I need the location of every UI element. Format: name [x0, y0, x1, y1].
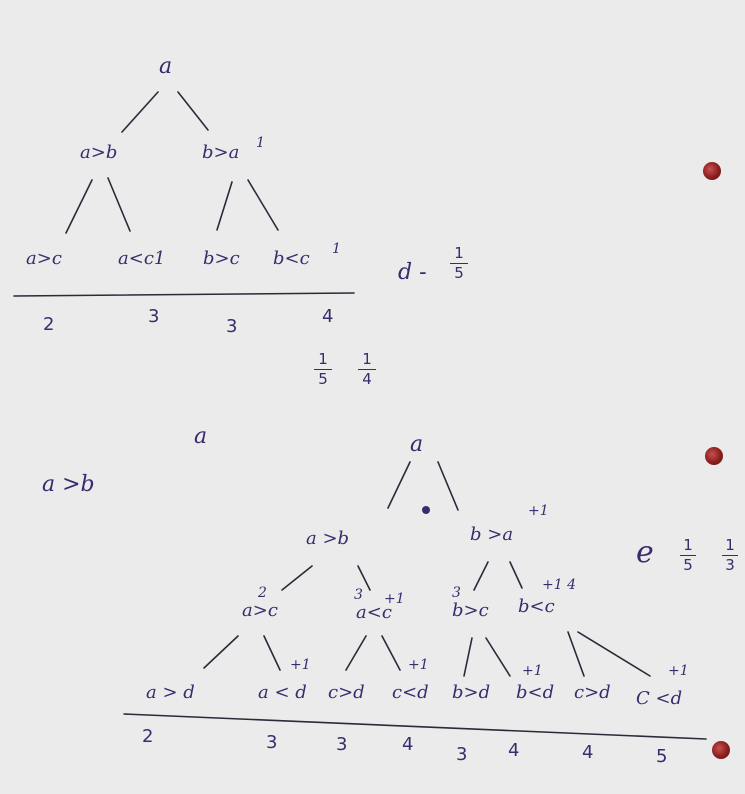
- stray-a: a: [194, 424, 208, 449]
- d-denominator: 5: [454, 264, 464, 282]
- tree2-leaf: c<d: [392, 682, 429, 703]
- tree2-leaf: a < d: [258, 682, 307, 703]
- tree1-count: 2: [43, 314, 55, 335]
- tree2-leaf: b>d: [452, 682, 491, 703]
- denominator: 5: [683, 556, 693, 574]
- d-numerator: 1: [454, 244, 464, 262]
- tree1-count: 4: [322, 306, 334, 327]
- binder-hole-icon: [703, 162, 721, 180]
- tree1-node-a-gt-b: a>b: [80, 142, 118, 163]
- tree1-leaf: b<c: [273, 248, 310, 269]
- denominator: 5: [318, 370, 328, 388]
- tree2-leaf-mark: +1: [290, 657, 311, 673]
- tree1-mark: 1: [256, 135, 265, 151]
- tree2-node: b>c: [452, 600, 489, 621]
- e-fraction-2: 1 3: [722, 538, 738, 573]
- tree2-leaf-mark: +1: [408, 657, 429, 673]
- fraction-bar: [680, 555, 696, 556]
- tree2-root: a: [410, 432, 424, 457]
- binder-hole-icon: [712, 741, 730, 759]
- numerator: 1: [318, 350, 328, 368]
- tree1-leaf: b>c: [203, 248, 240, 269]
- numerator: 1: [362, 350, 372, 368]
- tree1-leaf: a<c1: [118, 248, 166, 269]
- tree2-mark: 3: [354, 587, 363, 603]
- denominator: 3: [725, 556, 735, 574]
- mid-fraction-2: 1 4: [358, 352, 376, 387]
- tree2-node: b<c: [518, 596, 555, 617]
- d-label: d -: [398, 260, 427, 285]
- tree2-node: a<c: [356, 602, 392, 623]
- tree2-node-b-gt-a: b >a: [470, 524, 514, 545]
- tree2-count: 2: [142, 726, 154, 747]
- fraction-bar: [314, 369, 332, 370]
- tree2-leaf: c>d: [574, 682, 611, 703]
- tree2-leaf-mark: +1: [668, 663, 689, 679]
- tree1-leaf-mark: 1: [332, 241, 341, 257]
- tree2-leaf-mark: +1: [522, 663, 543, 679]
- tree2-leaf: b<d: [516, 682, 555, 703]
- mid-fraction-1: 1 5: [314, 352, 332, 387]
- tree2-leaf: a > d: [146, 682, 195, 703]
- tree2-leaf: c>d: [328, 682, 365, 703]
- fraction-bar: [450, 263, 468, 264]
- tree2-count: 4: [582, 742, 594, 763]
- tree2-leaf: C <d: [636, 688, 683, 709]
- fraction-bar: [358, 369, 376, 370]
- tree2-count: 4: [508, 740, 520, 761]
- tree1-count: 3: [148, 306, 160, 327]
- d-fraction: 1 5: [450, 246, 468, 281]
- fraction-bar: [722, 555, 738, 556]
- tree1-leaf: a>c: [26, 248, 62, 269]
- tree2-count: 4: [402, 734, 414, 755]
- tree2-count: 3: [266, 732, 278, 753]
- binder-hole-icon: [705, 447, 723, 465]
- numerator: 1: [683, 536, 693, 554]
- tree1-node-b-gt-a: b>a: [202, 142, 240, 163]
- tree1-root: a: [159, 54, 173, 79]
- tree2-mark: +1: [384, 591, 405, 607]
- tree2-count: 3: [456, 744, 468, 765]
- tree2-mark: +1 4: [542, 577, 576, 593]
- tree2-mark: +1: [528, 503, 549, 519]
- numerator: 1: [725, 536, 735, 554]
- a-gt-b-note: a >b: [42, 472, 95, 497]
- tree2-mark: 3: [452, 585, 461, 601]
- tree2-mark: 2: [258, 585, 267, 601]
- tree2-node-a-gt-b: a >b: [306, 528, 350, 549]
- tree2-count: 5: [656, 746, 668, 767]
- tree2-count: 3: [336, 734, 348, 755]
- tree1-count: 3: [226, 316, 238, 337]
- e-fraction-1: 1 5: [680, 538, 696, 573]
- tree2-node: a>c: [242, 600, 278, 621]
- e-label: e: [636, 535, 654, 570]
- denominator: 4: [362, 370, 372, 388]
